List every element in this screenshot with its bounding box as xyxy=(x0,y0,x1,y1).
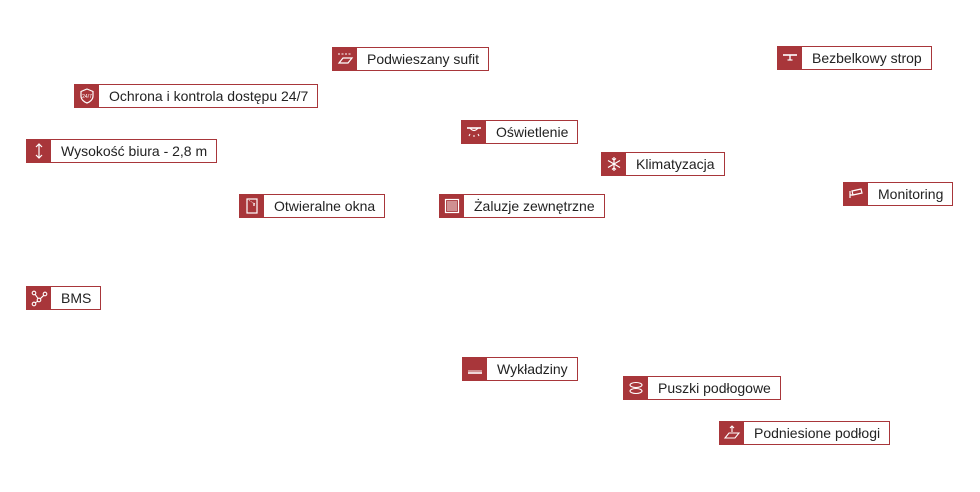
tag-label: Otwieralne okna xyxy=(274,198,376,214)
tag-suspended-ceiling[interactable]: Podwieszany sufit xyxy=(332,47,490,71)
tag-label: Oświetlenie xyxy=(496,124,569,140)
snowflake-icon xyxy=(602,153,626,175)
tag-security-access[interactable]: 24/7 Ochrona i kontrola dostępu 24/7 xyxy=(74,84,319,108)
tag-raised-floors[interactable]: Podniesione podłogi xyxy=(719,421,891,445)
tag-label: Klimatyzacja xyxy=(636,156,715,172)
beamless-ceiling-icon xyxy=(778,47,802,69)
tag-label: Monitoring xyxy=(878,186,944,202)
tag-office-height[interactable]: Wysokość biura - 2,8 m xyxy=(26,139,218,163)
network-nodes-icon xyxy=(27,287,51,309)
tag-bms[interactable]: BMS xyxy=(26,286,102,310)
tag-floor-boxes[interactable]: Puszki podłogowe xyxy=(623,376,781,400)
tag-label: Ochrona i kontrola dostępu 24/7 xyxy=(109,88,309,104)
cctv-camera-icon xyxy=(844,183,868,205)
window-icon xyxy=(240,195,264,217)
tag-label: Podwieszany sufit xyxy=(367,51,480,67)
tag-external-blinds[interactable]: Żaluzje zewnętrzne xyxy=(439,194,605,218)
tag-label: Wysokość biura - 2,8 m xyxy=(61,143,208,159)
suspended-ceiling-icon xyxy=(333,48,357,70)
height-arrow-icon xyxy=(27,140,51,162)
tag-label: Puszki podłogowe xyxy=(658,380,771,396)
tag-label: Żaluzje zewnętrzne xyxy=(474,198,595,214)
tag-label: Wykładziny xyxy=(497,361,568,377)
tag-beamless-ceiling[interactable]: Bezbelkowy strop xyxy=(777,46,932,70)
raised-floor-icon xyxy=(720,422,744,444)
tag-opening-windows[interactable]: Otwieralne okna xyxy=(239,194,386,218)
tag-label: Podniesione podłogi xyxy=(754,425,881,441)
floor-box-icon xyxy=(624,377,648,399)
lighting-icon xyxy=(462,121,486,143)
tag-label: BMS xyxy=(61,290,92,306)
svg-text:24/7: 24/7 xyxy=(82,94,92,100)
blinds-icon xyxy=(440,195,464,217)
security-247-shield-icon: 24/7 xyxy=(75,85,99,107)
tag-carpets[interactable]: Wykładziny xyxy=(462,357,578,381)
carpet-icon xyxy=(463,358,487,380)
tag-lighting[interactable]: Oświetlenie xyxy=(461,120,579,144)
tag-air-conditioning[interactable]: Klimatyzacja xyxy=(601,152,725,176)
tag-monitoring[interactable]: Monitoring xyxy=(843,182,954,206)
tag-label: Bezbelkowy strop xyxy=(812,50,922,66)
